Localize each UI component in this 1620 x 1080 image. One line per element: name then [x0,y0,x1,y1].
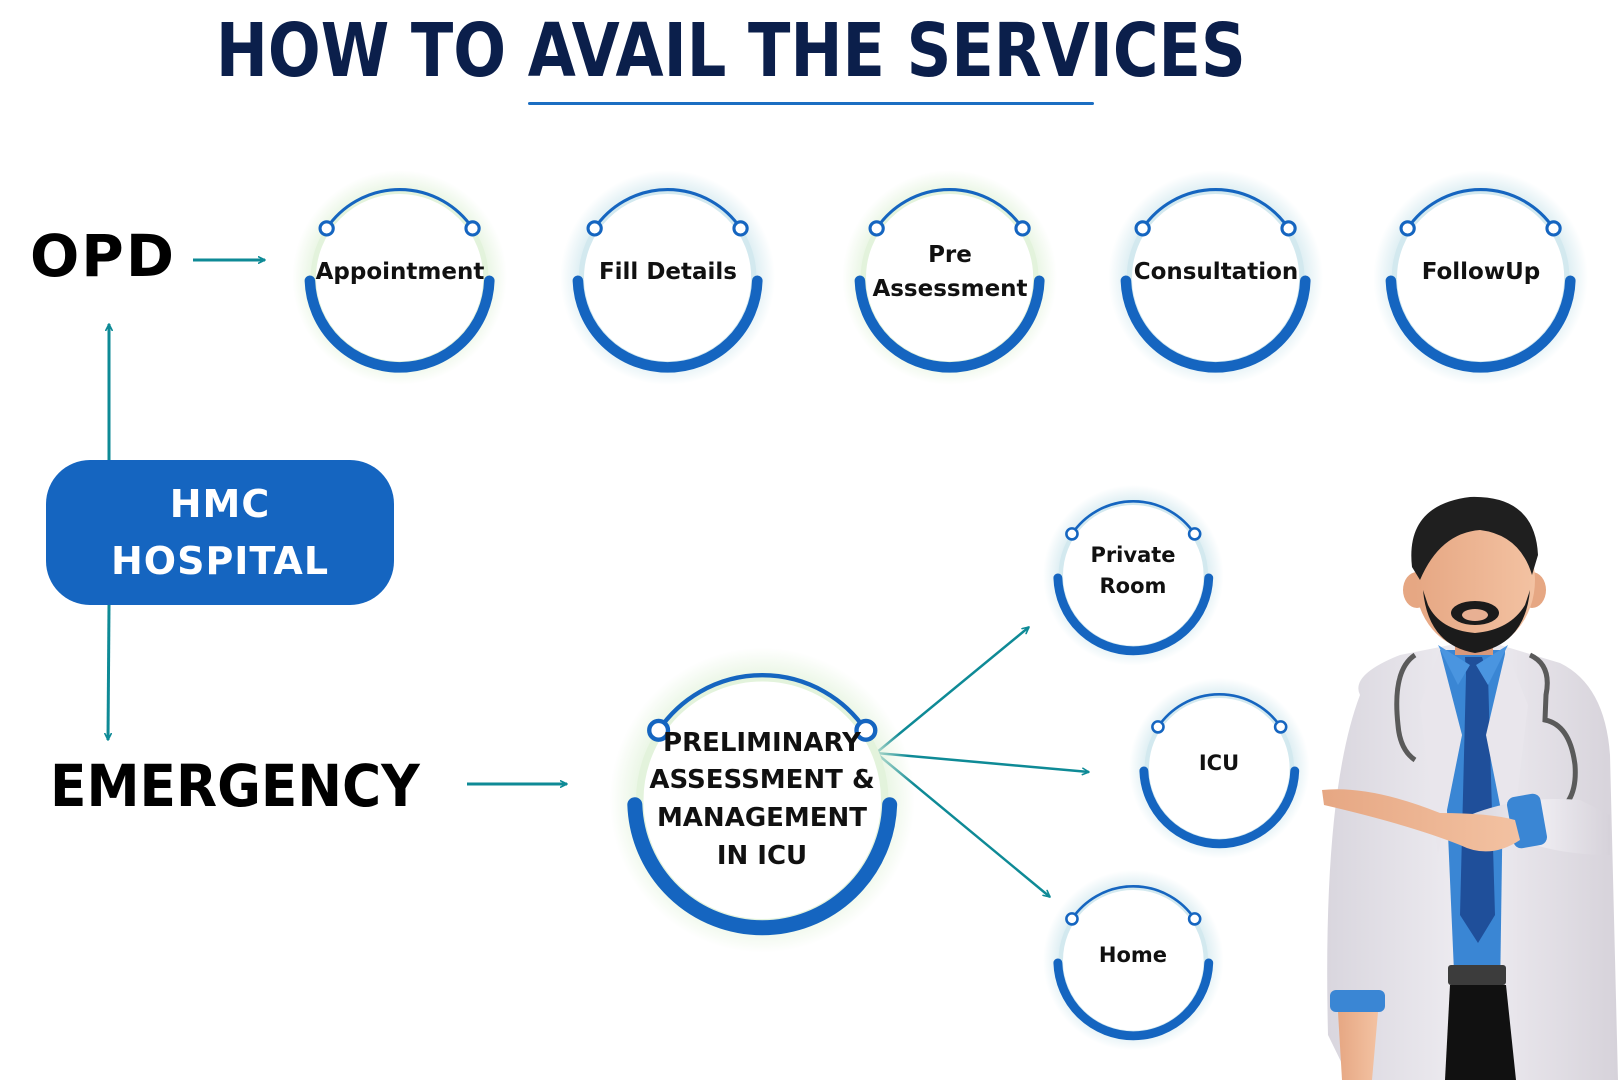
node-label: Consultation [1088,150,1343,405]
ring-top-arc [325,188,475,230]
emergency-label: EMERGENCY [50,752,420,820]
ring-graphic [1042,869,1224,1051]
ring-node-dot [464,220,482,237]
node-label-line: IN ICU [716,840,808,871]
arrow-hub-to-emergency [104,604,113,741]
ring-bottom-arc [1053,958,1213,1040]
ring-node-dot [1280,220,1298,237]
node-label: Appointment [272,150,527,405]
doctor-illustration [1322,496,1618,1080]
ring-graphic [1042,484,1224,666]
pants [1445,985,1516,1080]
node-label-line: Room [1099,573,1167,598]
ring-bottom-arc [305,275,495,373]
ring-top-arc [656,672,868,732]
ring-node-dot [868,220,886,237]
ring-node-dot [1014,220,1032,237]
hair [1411,496,1538,580]
node-label-line: ICU [1198,751,1240,776]
node-label-line: FollowUp [1421,259,1541,286]
ring-top-arc [593,188,743,230]
ring-bottom-arc [1053,573,1213,655]
node-label-line: ASSESSMENT & [649,765,875,796]
belt [1448,965,1506,985]
ring-node-dot [1064,526,1079,541]
opd-step-node[interactable]: FollowUp [1353,150,1608,405]
ring-graphic [292,170,508,386]
node-label: Fill Details [540,150,795,405]
ring-node-dot [732,220,750,237]
beard [1423,590,1530,653]
ring-node-dot [1187,526,1202,541]
ring-node-dot [646,718,670,742]
ring-top-arc [1070,499,1196,535]
ring-bottom-arc [1386,275,1576,373]
title-underline [528,102,1094,105]
emergency-assessment-node[interactable]: PRELIMINARY ASSESSMENT & MANAGEMENT IN ICU [581,619,944,982]
ring-node-dot [1064,911,1079,926]
node-label-line: Fill Details [598,259,737,286]
node-label: Home [1026,853,1241,1068]
node-label-line: Home [1098,943,1168,968]
ring-node-dot [1273,719,1288,734]
opd-step-node[interactable]: Fill Details [540,150,795,405]
emergency-outcome-node[interactable]: ICU [1112,661,1327,876]
ring-top-arc [1141,188,1291,230]
ring-node-dot [1150,719,1165,734]
tie [1460,657,1495,943]
ring-node-dot [1545,220,1563,237]
ring-graphic [1128,677,1310,859]
node-label-line: Private [1090,543,1176,568]
ring-top-arc [1406,188,1556,230]
node-label-line: Assessment [872,275,1028,302]
node-label-line: Consultation [1133,259,1299,286]
ring-top-arc [1070,884,1196,920]
node-label: ICU [1112,661,1327,876]
ring-graphic [1108,170,1324,386]
hmc-hospital-box[interactable]: HMC HOSPITAL [46,460,394,605]
opd-step-node[interactable]: Consultation [1088,150,1343,405]
ring-graphic [560,170,776,386]
ring-bottom-arc [627,796,897,935]
ring-bottom-arc [1139,766,1299,848]
ring-graphic [842,170,1058,386]
page-title: HOW TO AVAIL THE SERVICES [215,8,1246,94]
ring-node-dot [1187,911,1202,926]
node-label-line: Pre [928,242,972,269]
emergency-outcome-node[interactable]: Home [1026,853,1241,1068]
node-label-line: Appointment [315,259,485,286]
ring-node-dot [586,220,604,237]
node-label-line: PRELIMINARY [663,727,861,758]
node-label-line: MANAGEMENT [656,803,868,833]
hand [1322,789,1520,852]
ring-node-dot [1399,220,1417,237]
ring-node-dot [854,718,878,742]
opd-step-node[interactable]: Appointment [272,150,527,405]
ring-top-arc [875,188,1025,230]
ring-node-dot [1134,220,1152,237]
node-label: PRELIMINARY ASSESSMENT & MANAGEMENT IN ICU [581,619,944,982]
ring-bottom-arc [855,275,1045,373]
hospital-label: HOSPITAL [110,538,330,583]
ring-graphic [609,647,915,953]
ring-bottom-arc [1121,275,1311,373]
opd-label: OPD [30,222,176,290]
face [1415,510,1535,650]
ring-top-arc [1156,692,1282,728]
node-label: FollowUp [1353,150,1608,405]
ring-node-dot [318,220,336,237]
ring-bottom-arc [573,275,763,373]
stethoscope [1394,652,1417,763]
hmc-label: HMC [169,481,271,526]
ring-graphic [1373,170,1589,386]
